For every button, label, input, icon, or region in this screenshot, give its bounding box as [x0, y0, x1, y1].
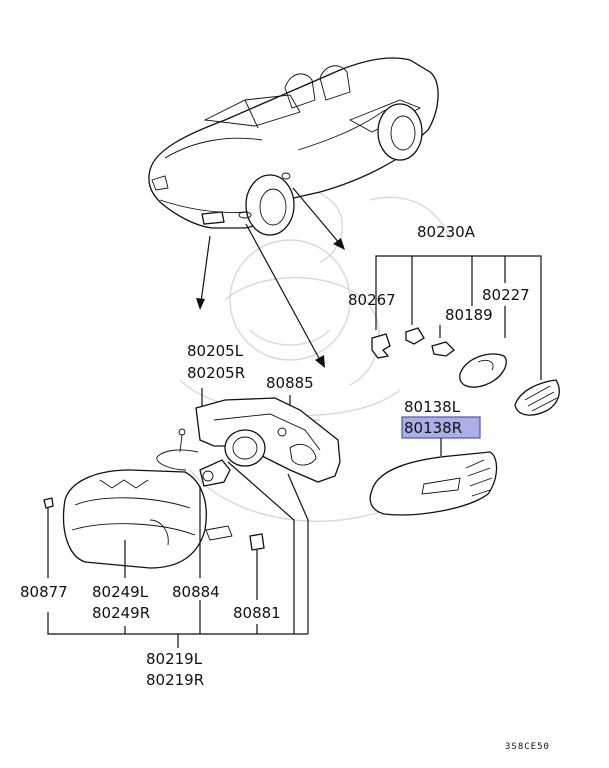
- part-labels: 80230A 80267 80227 80189 80205L 80205R 8…: [20, 223, 550, 752]
- label-80189: 80189: [445, 306, 493, 324]
- corner-lamp: [369, 416, 498, 516]
- label-80230A: 80230A: [417, 223, 476, 241]
- label-80138L: 80138L: [404, 398, 461, 416]
- label-80885: 80885: [266, 374, 314, 392]
- label-80219L: 80219L: [146, 650, 203, 668]
- label-80219R: 80219R: [146, 671, 204, 689]
- label-80884: 80884: [172, 583, 220, 601]
- label-80227: 80227: [482, 286, 530, 304]
- label-80138R[interactable]: 80138R: [404, 419, 462, 437]
- label-80249R: 80249R: [92, 604, 150, 622]
- side-marker-assembly: [371, 255, 560, 416]
- diagram-code: 3S8CE50: [505, 742, 550, 752]
- car-illustration: [148, 57, 439, 236]
- label-80877: 80877: [20, 583, 68, 601]
- label-80205R: 80205R: [187, 364, 245, 382]
- headlamp-assembly: [43, 388, 341, 648]
- label-80205L: 80205L: [187, 342, 244, 360]
- car-arrows: [196, 187, 345, 368]
- label-80249L: 80249L: [92, 583, 149, 601]
- label-80267: 80267: [348, 291, 396, 309]
- label-80881: 80881: [233, 604, 281, 622]
